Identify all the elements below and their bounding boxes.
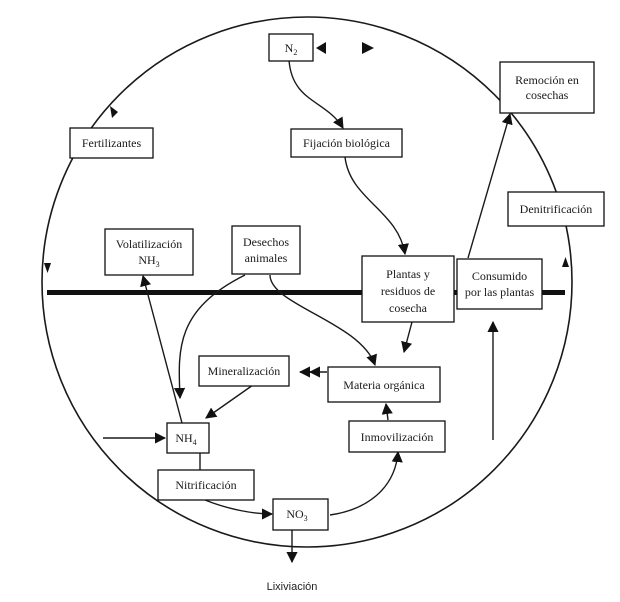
cycle-circle	[41, 16, 573, 548]
arrow-consumido-to-remocion	[467, 112, 513, 259]
circle-direction-arrows	[44, 42, 569, 273]
svg-text:Desechos: Desechos	[243, 235, 289, 249]
arrow-desechos-to-nh4	[173, 274, 246, 400]
svg-text:N2: N2	[285, 41, 298, 57]
svg-text:NO3: NO3	[286, 507, 307, 523]
node-volatilizacion: Volatilización NH3	[104, 228, 194, 276]
node-desechos-animales: Desechos animales	[231, 225, 301, 275]
svg-text:Volatilización: Volatilización	[116, 237, 182, 251]
arrow-inmovilizacion-to-materia	[381, 402, 393, 421]
node-mineralizacion: Mineralización	[198, 355, 290, 387]
node-nitrificacion: Nitrificación	[157, 469, 255, 501]
svg-text:animales: animales	[245, 251, 288, 265]
node-materia-organica: Materia orgánica	[327, 366, 441, 403]
node-remocion-cosechas: Remoción en cosechas	[499, 61, 595, 114]
arrow-nh4-to-volatilizacion	[140, 274, 183, 424]
node-fertilizantes: Fertilizantes	[69, 127, 154, 159]
svg-text:cosecha: cosecha	[389, 301, 428, 315]
svg-text:Inmovilización: Inmovilización	[361, 430, 434, 444]
arrow-n2-to-fijacion	[288, 59, 344, 129]
arrow-plantas-to-materia	[401, 321, 413, 354]
svg-text:Remoción en: Remoción en	[515, 73, 579, 87]
leaching-caption: Lixiviación	[267, 581, 318, 593]
svg-text:Denitrificación: Denitrificación	[520, 202, 593, 216]
svg-text:Materia orgánica: Materia orgánica	[343, 378, 425, 392]
svg-text:Nitrificación: Nitrificación	[175, 478, 236, 492]
svg-text:Fertilizantes: Fertilizantes	[82, 136, 142, 150]
connectors	[103, 59, 513, 564]
arrow-desechos-to-materia	[269, 274, 377, 367]
node-n2: N2	[268, 33, 314, 62]
node-plantas-residuos: Plantas y residuos de cosecha	[361, 255, 455, 323]
svg-text:NH4: NH4	[175, 431, 196, 447]
node-fijacion-biologica: Fijación biológica	[290, 128, 403, 158]
svg-text:cosechas: cosechas	[526, 88, 569, 102]
svg-text:por las plantas: por las plantas	[465, 285, 535, 299]
node-no3: NO3	[272, 498, 329, 531]
node-inmovilizacion: Inmovilización	[348, 420, 446, 453]
svg-text:Mineralización: Mineralización	[208, 364, 281, 378]
arrow-nitrificacion-to-no3	[204, 499, 274, 520]
svg-text:Fijación biológica: Fijación biológica	[303, 136, 391, 150]
node-consumido-plantas: Consumido por las plantas	[456, 258, 543, 310]
node-nh4: NH4	[166, 422, 210, 454]
svg-text:Consumido: Consumido	[472, 269, 527, 283]
svg-text:Plantas y: Plantas y	[386, 267, 430, 281]
arrow-mineralizacion-to-nh4	[205, 384, 254, 419]
svg-text:NH3: NH3	[138, 253, 159, 269]
arrow-fijacion-to-plantas	[344, 156, 409, 256]
arrow-no3-to-inmovilizacion	[329, 450, 403, 516]
soil-surface-line	[47, 290, 565, 295]
svg-text:residuos de: residuos de	[381, 284, 435, 298]
node-denitrificacion: Denitrificación	[507, 191, 605, 227]
